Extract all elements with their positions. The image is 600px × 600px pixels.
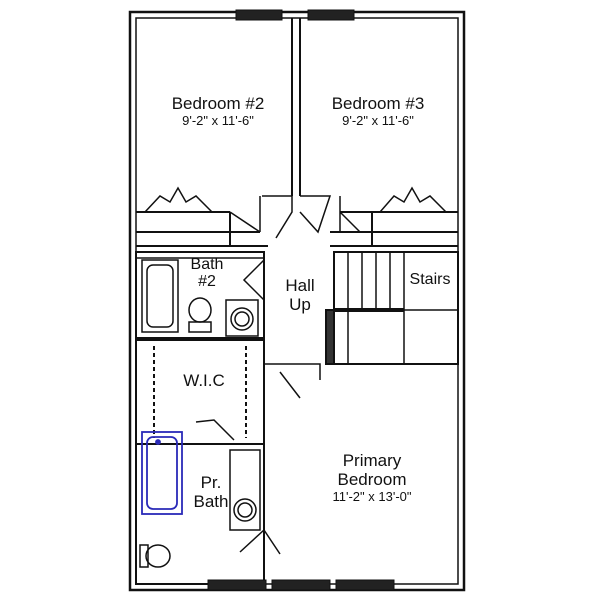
bath2-label-line2: #2 bbox=[198, 273, 216, 290]
primary-bath-label-line2: Bath bbox=[193, 492, 229, 511]
primary-bath-tub bbox=[141, 431, 183, 515]
primary-bedroom-label-line2: Bedroom bbox=[337, 470, 407, 489]
bedroom2-label: Bedroom #2 bbox=[171, 94, 265, 113]
hall-label-line2: Up bbox=[289, 295, 311, 314]
hall-door-right bbox=[299, 195, 332, 234]
bedroom2-closet bbox=[136, 211, 268, 247]
bedroom2-dimensions: 9'-2" x 11'-6" bbox=[182, 113, 254, 128]
window-bottom-left bbox=[207, 579, 267, 591]
primary-bath-label-line1: Pr. bbox=[200, 473, 222, 492]
bedroom2-closet-doors bbox=[144, 186, 213, 213]
bath2-toilet bbox=[188, 297, 212, 323]
bath2-tub bbox=[141, 259, 179, 333]
primary-bedroom-dimensions: 11'-2" x 13'-0" bbox=[332, 489, 412, 504]
bedroom3-label: Bedroom #3 bbox=[331, 94, 425, 113]
window-bedroom2 bbox=[235, 9, 283, 21]
wic-door bbox=[195, 419, 235, 441]
bedroom3-dimensions: 9'-2" x 11'-6" bbox=[342, 113, 414, 128]
hall-label-line1: Hall bbox=[285, 276, 315, 295]
window-bedroom3 bbox=[307, 9, 355, 21]
wic-walls bbox=[135, 339, 265, 445]
bedroom2-door bbox=[229, 196, 261, 233]
bath2-door bbox=[242, 259, 265, 301]
bath2-vanity bbox=[225, 299, 259, 337]
bath2-label-line1: Bath bbox=[190, 256, 224, 273]
bedroom3-closet bbox=[330, 211, 458, 247]
hall-door-left bbox=[262, 195, 293, 239]
primary-bedroom-door bbox=[239, 528, 281, 584]
bedroom3-door bbox=[339, 196, 361, 233]
window-bottom-middle bbox=[271, 579, 331, 591]
bedroom3-closet-doors bbox=[379, 186, 447, 213]
primary-bath-vanity bbox=[229, 449, 261, 531]
bath2-walls bbox=[135, 251, 265, 339]
wic-label: W.I.C bbox=[183, 371, 225, 390]
primary-bedroom-label-line1: Primary bbox=[342, 451, 402, 470]
window-bottom-right bbox=[335, 579, 395, 591]
primary-bath-toilet bbox=[145, 544, 171, 568]
stairs-label: Stairs bbox=[409, 271, 451, 288]
primary-bath-walls bbox=[135, 443, 265, 585]
stair-rail bbox=[325, 309, 335, 365]
